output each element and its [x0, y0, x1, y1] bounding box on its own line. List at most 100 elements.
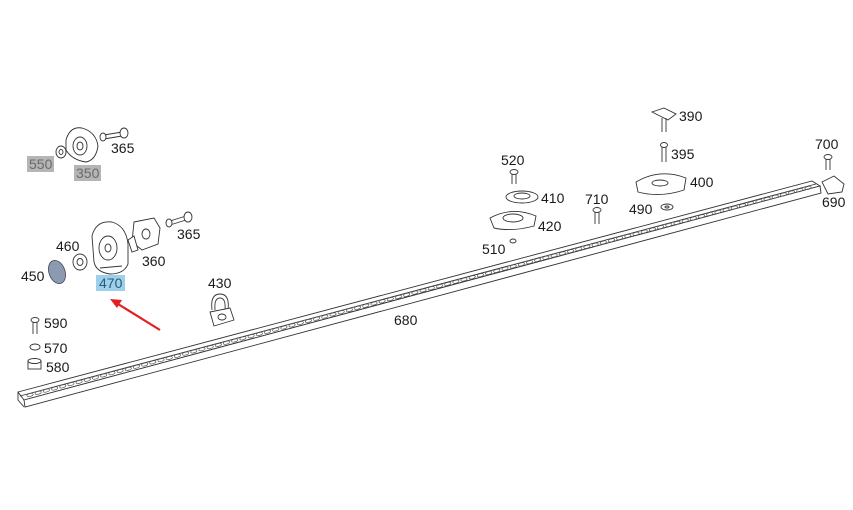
rail-slot: [116, 369, 124, 373]
rail-slot: [747, 201, 755, 206]
part-470-cover: [91, 221, 129, 275]
rail-slot: [624, 233, 632, 238]
part-365-bolt-b: [165, 211, 193, 228]
part-570-washer: [29, 343, 41, 351]
part-395-bolt: [660, 142, 668, 162]
rail-slot: [75, 379, 83, 384]
rail-slot: [779, 192, 787, 197]
part-360-fitting: [127, 217, 161, 253]
rail-slot: [214, 342, 222, 347]
callout-365-a: 365: [111, 140, 135, 156]
rail-slot: [526, 260, 534, 265]
rail-slot: [452, 279, 460, 284]
rail-slot: [599, 240, 607, 245]
rail-slot: [157, 358, 165, 363]
callout-390: 390: [679, 108, 703, 124]
rail-slot: [493, 268, 501, 273]
part-700-screw: [823, 154, 833, 170]
rail-slot: [436, 284, 443, 289]
rail-slot: [657, 225, 665, 230]
rail-slot: [288, 323, 296, 328]
rail-slot: [648, 227, 656, 232]
rail-slot: [272, 327, 280, 332]
part-510-grub: [509, 238, 517, 244]
callout-350: 350: [74, 165, 102, 181]
part-460-nut: [72, 253, 88, 271]
rail-slot: [313, 316, 321, 321]
rail-slot: [419, 288, 427, 293]
callout-365-b: 365: [177, 226, 201, 242]
rail-slot: [354, 305, 362, 310]
rail-slot: [51, 386, 59, 391]
rail-slot: [173, 353, 181, 358]
rail-slot: [485, 271, 493, 275]
callout-395: 395: [671, 146, 695, 162]
rail-slot: [788, 190, 796, 195]
rail-slot: [575, 247, 583, 251]
rail-slot: [34, 390, 42, 395]
rail-slot: [83, 377, 91, 382]
callout-420: 420: [538, 218, 562, 234]
part-430-ring: [209, 293, 235, 327]
rail-slot: [476, 273, 484, 278]
callout-520: 520: [501, 152, 525, 168]
part-450-disc: [48, 259, 66, 285]
callout-690: 690: [822, 194, 846, 210]
callout-490: 490: [629, 201, 653, 217]
rail-slot: [231, 338, 239, 343]
part-520-screw: [509, 169, 519, 184]
callout-710: 710: [585, 191, 609, 207]
rail-slot: [321, 314, 329, 319]
rail-slot: [583, 244, 591, 249]
rail-slot: [345, 308, 353, 312]
rail-slot: [763, 196, 771, 201]
rail-slot: [771, 194, 779, 199]
rail-slot: [100, 373, 108, 378]
rail-slot: [149, 360, 157, 365]
rail-slot: [640, 229, 648, 234]
rail-slot: [558, 251, 566, 256]
callout-470[interactable]: 470: [96, 275, 126, 291]
part-365-bolt-a: [99, 127, 129, 142]
callout-510: 510: [482, 241, 506, 257]
rail-slot: [673, 220, 681, 225]
part-410-ring: [505, 190, 539, 204]
rail-slot: [509, 264, 517, 269]
rail-slot: [124, 366, 132, 371]
rail-slot: [247, 334, 255, 339]
rail-slot: [206, 345, 214, 350]
rail-slot: [362, 303, 370, 308]
rail-slot: [264, 329, 271, 334]
rail-slot: [108, 371, 116, 376]
part-710-screw: [592, 207, 602, 224]
rail-slot: [329, 312, 337, 317]
rail-slot: [665, 223, 673, 227]
rail-slot: [468, 275, 476, 280]
callout-430: 430: [208, 275, 232, 291]
rail-slot: [689, 216, 697, 221]
rail-slot: [395, 294, 402, 299]
rail-slot: [517, 262, 525, 267]
rail-slot: [386, 297, 394, 302]
rail-slot: [190, 349, 198, 354]
rail-slot: [632, 231, 640, 236]
callout-680: 680: [394, 312, 418, 328]
rail-slot: [739, 203, 746, 208]
rail-slot: [730, 205, 738, 210]
rail-slot: [42, 388, 50, 393]
rail-slot: [403, 292, 411, 297]
rail-slot: [755, 199, 763, 204]
rail-slot: [378, 299, 386, 304]
callout-590: 590: [44, 315, 68, 331]
rail-slot: [542, 255, 550, 260]
rail-slot: [182, 351, 190, 356]
callout-580: 580: [46, 359, 70, 375]
rail-slot: [714, 210, 722, 214]
part-490-nut: [660, 203, 674, 211]
rail-slot: [444, 281, 452, 286]
callout-400: 400: [690, 174, 714, 190]
part-400-plate: [635, 173, 687, 195]
part-420-dish: [489, 211, 537, 231]
